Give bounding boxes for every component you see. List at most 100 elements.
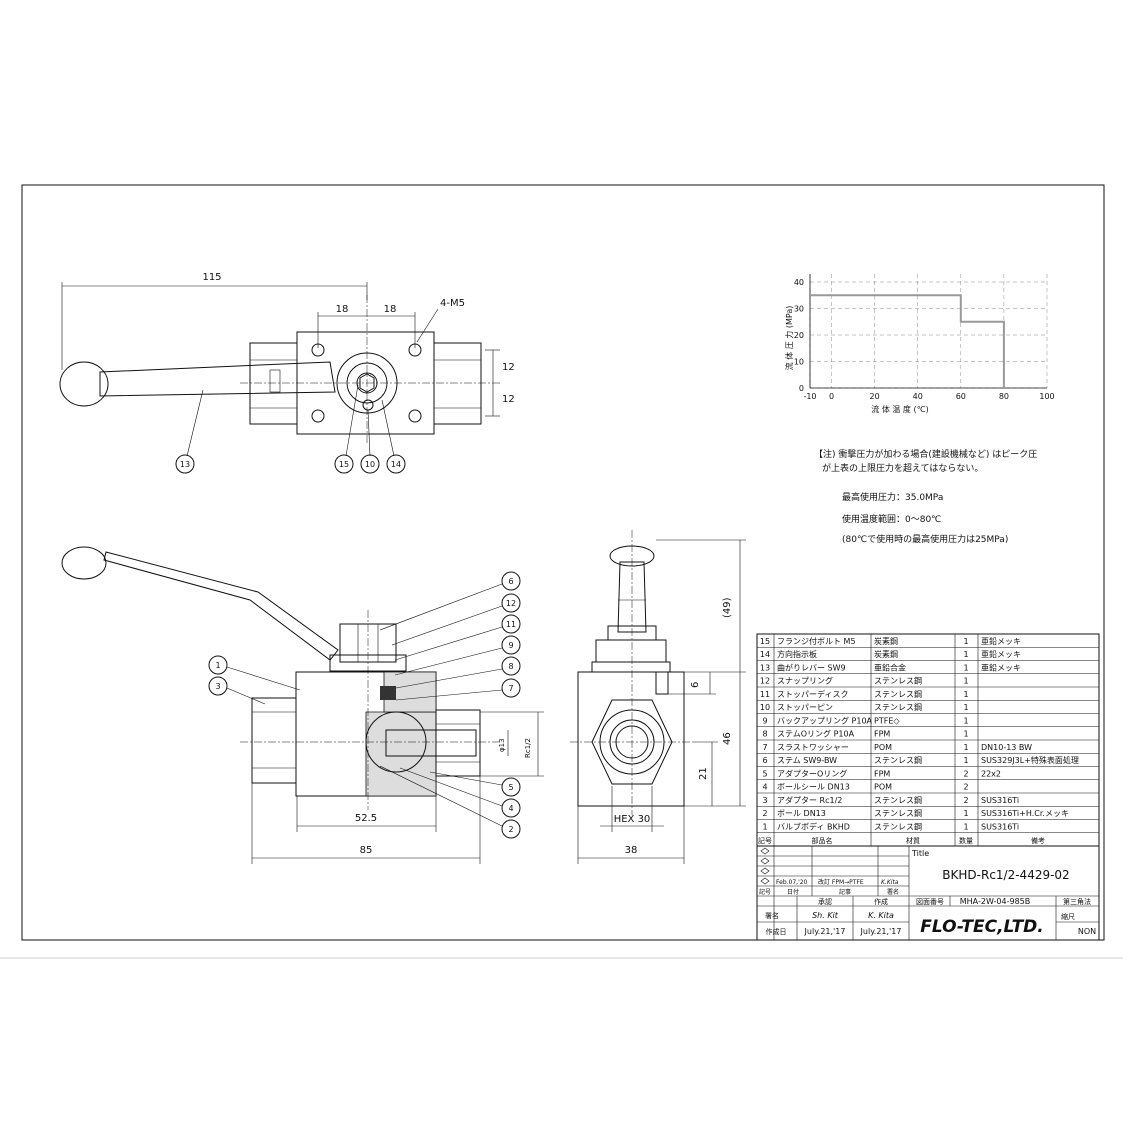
parts-cell-name: ボールシール DN13: [777, 783, 850, 792]
dim-rc: Rc1/2: [524, 738, 532, 758]
parts-cell-no: 1: [762, 822, 767, 831]
svg-text:9: 9: [508, 641, 513, 650]
parts-cell-name: スラストワッシャー: [777, 743, 849, 752]
approve-sign: Sh. Kit: [812, 911, 839, 920]
sheet-border: [21, 184, 1105, 941]
front-lever-handle: [103, 551, 339, 661]
parts-cell-name: ボール DN13: [777, 809, 826, 818]
dim-21: 21: [698, 767, 709, 780]
parts-cell-material: POM: [874, 743, 892, 752]
svg-text:15: 15: [339, 460, 349, 469]
parts-cell-no: 8: [762, 730, 767, 739]
diamond-icon: [760, 867, 770, 875]
sign-label: 署名: [765, 911, 779, 920]
balloon-5: [501, 777, 521, 797]
parts-cell-no: 13: [760, 663, 770, 672]
dim-115: 115: [202, 272, 221, 283]
chart-series: [810, 294, 1005, 388]
chart-axes: [809, 274, 1047, 389]
parts-cell-material: ステンレス鋼: [874, 702, 922, 712]
temp-range: 使用温度範囲：0～80℃: [842, 513, 941, 525]
front-lever-grip: [61, 546, 107, 580]
x-tick-label: 0: [829, 392, 834, 401]
drawing-title: BKHD-Rc1/2-4429-02: [942, 868, 1069, 882]
projection: 第三角法: [1063, 897, 1091, 906]
notes: 【注) 衝撃圧力が加わる場合(建設機械など) はピーク圧 が上表の上限圧力を超え…: [814, 448, 1037, 545]
parts-cell-name: 方向指示板: [777, 649, 817, 659]
parts-cell-material: POM: [874, 783, 892, 792]
series-line: [810, 294, 1005, 388]
balloon-14: [386, 454, 406, 474]
rev-sign: K.Kita: [881, 879, 899, 886]
company-logo: FLO-TEC,LTD.: [920, 917, 1044, 937]
rev-col-sign: 署名: [887, 888, 899, 896]
parts-cell-no: 2: [762, 809, 767, 818]
svg-text:8: 8: [508, 662, 513, 671]
parts-cell-remarks: 亜鉛メッキ: [981, 649, 1021, 659]
header-remarks: 備考: [1031, 836, 1045, 845]
rev-text: 改訂 FPM→PTFE: [818, 878, 864, 886]
balloon-1: [208, 655, 228, 675]
parts-cell-name: バルブボディ BKHD: [777, 821, 850, 831]
dim-hex: HEX 30: [614, 814, 651, 825]
parts-cell-qty: 2: [963, 769, 968, 778]
lever-grip: [59, 361, 109, 407]
parts-cell-material: ステンレス鋼: [874, 755, 922, 765]
dim-phi13: φ13: [498, 738, 506, 752]
side-body: [577, 671, 685, 807]
header-qty: 数量: [959, 836, 973, 845]
parts-cell-material: 炭素鋼: [874, 649, 898, 659]
note-line-1: 【注) 衝撃圧力が加わる場合(建設機械など) はピーク圧: [814, 448, 1037, 460]
svg-text:14: 14: [391, 460, 401, 469]
parts-cell-qty: 1: [963, 703, 968, 712]
header-material: 材質: [906, 836, 920, 845]
svg-text:12: 12: [506, 599, 516, 608]
svg-text:11: 11: [506, 620, 516, 629]
parts-cell-material: FPM: [874, 730, 890, 739]
parts-cell-material: ステンレス鋼: [874, 689, 922, 699]
svg-text:13: 13: [180, 460, 190, 469]
parts-cell-name: スナップリング: [777, 676, 833, 686]
side-lever: [617, 561, 647, 633]
balloon-7: [501, 678, 521, 698]
dim-52-5: 52.5: [355, 813, 377, 824]
scale-value: NON: [1078, 927, 1096, 936]
parts-cell-remarks: SUS316Ti: [981, 822, 1019, 831]
front-adapter-left: [251, 697, 297, 784]
x-tick-label: 60: [956, 392, 966, 401]
chart-ylabel: 流 体 圧 力 (MPa): [784, 306, 794, 371]
diamond-icon: [760, 847, 770, 855]
balloon-13: [175, 454, 195, 474]
parts-cell-qty: 2: [963, 783, 968, 792]
parts-cell-qty: 1: [963, 650, 968, 659]
parts-cell-material: ステンレス鋼: [874, 808, 922, 818]
svg-text:7: 7: [508, 684, 513, 693]
dim-18-left: 18: [336, 304, 349, 315]
diamond-icon: [760, 857, 770, 865]
rev-col-desc: 記事: [839, 888, 851, 896]
balloon-12: [501, 593, 521, 613]
parts-cell-no: 5: [762, 769, 767, 778]
make-sign: K. Kita: [868, 911, 894, 920]
dim-6: 6: [690, 682, 701, 688]
temp-note: (80℃で使用時の最高使用圧力は25MPa): [842, 533, 1008, 545]
chart-grid: [809, 274, 1048, 389]
parts-cell-name: アダプターOリング: [777, 768, 847, 778]
parts-cell-qty: 1: [963, 637, 968, 646]
parts-cell-no: 6: [762, 756, 767, 765]
svg-text:4: 4: [508, 804, 513, 813]
balloon-6: [501, 571, 521, 591]
y-tick-label: 30: [794, 305, 804, 314]
top-view: 115 18 18 4-M5: [59, 272, 515, 474]
title-label: Title: [911, 849, 929, 858]
parts-cell-no: 3: [762, 796, 767, 805]
parts-cell-qty: 1: [963, 690, 968, 699]
y-tick-label: 0: [799, 384, 804, 393]
parts-cell-remarks: 22x2: [981, 769, 1001, 778]
parts-cell-no: 12: [760, 677, 770, 686]
